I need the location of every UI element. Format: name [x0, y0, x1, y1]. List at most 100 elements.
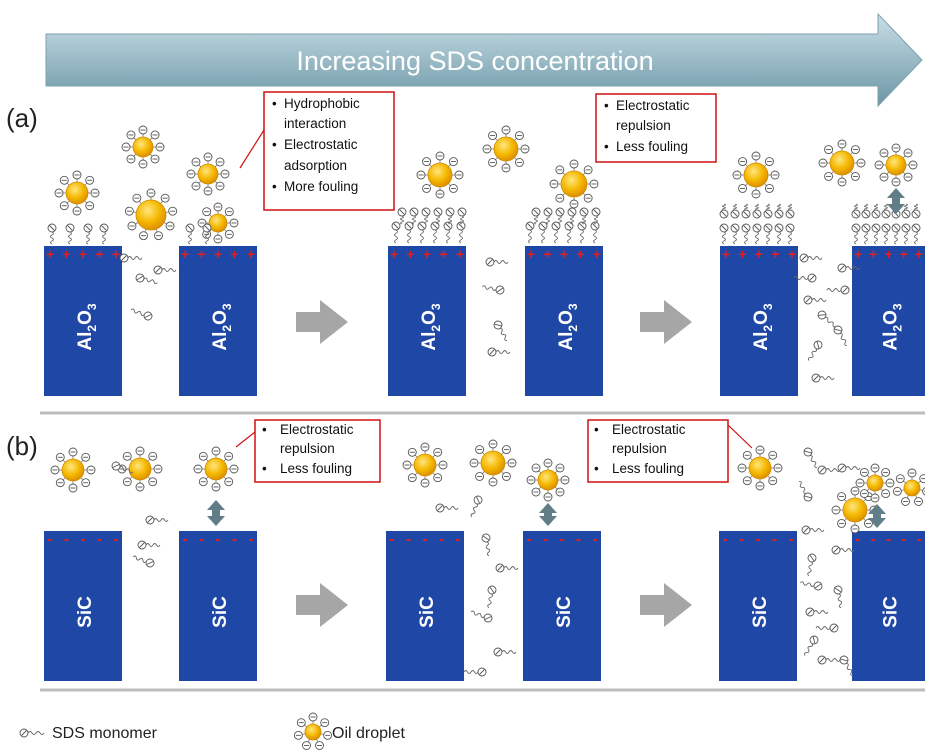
sds-monomer [495, 563, 519, 573]
sds-monomer [531, 207, 541, 225]
oil-droplet [293, 712, 333, 750]
svg-text:repulsion: repulsion [612, 441, 667, 456]
oil-droplet [732, 151, 780, 199]
oil-droplet [117, 446, 163, 492]
repulsion-arrow [868, 504, 886, 528]
membrane-al2o3: +++++Al2O3 [388, 246, 466, 396]
surface-charge: - [855, 531, 860, 548]
surface-charge: + [915, 246, 923, 262]
sds-monomer [785, 223, 795, 245]
surface-charge: + [456, 246, 464, 262]
svg-text:Electrostatic: Electrostatic [612, 422, 686, 437]
callout-b1: •• Electrostatic repulsion Less fouling [235, 419, 381, 483]
surface-charge: + [771, 246, 779, 262]
membrane-sic: -----SiC [719, 531, 797, 681]
sds-monomer [130, 308, 153, 321]
surface-charge: + [423, 246, 431, 262]
sds-monomer [741, 203, 751, 219]
surface-charge: + [755, 246, 763, 262]
surface-charge: + [230, 246, 238, 262]
sds-monomer [811, 373, 835, 383]
sds-monomer [807, 340, 823, 361]
membrane-label: SiC [210, 596, 231, 628]
sds-monomer [851, 223, 861, 245]
callout-a1-line-4: adsorption [284, 158, 347, 173]
oil-droplet [50, 447, 96, 493]
surface-charge: + [900, 246, 908, 262]
oil-droplet [874, 143, 918, 187]
sds-monomer [817, 465, 841, 475]
sds-monomer [579, 207, 589, 225]
oil-droplet [831, 486, 879, 534]
surface-charge: + [197, 246, 205, 262]
sds-monomer [871, 223, 881, 245]
sds-monomer [397, 207, 407, 225]
surface-charge: + [406, 246, 414, 262]
repulsion-arrow [887, 188, 905, 214]
sds-monomer [774, 223, 784, 245]
sds-monomer [409, 207, 419, 225]
membrane-sic: -----SiC [386, 531, 464, 681]
sds-monomer [65, 223, 75, 245]
surface-charge: + [390, 246, 398, 262]
sds-monomer [470, 495, 483, 518]
membrane-sic: -----SiC [44, 531, 122, 681]
surface-charge: - [526, 531, 531, 548]
sds-monomer [817, 655, 841, 665]
sds-monomer [911, 223, 921, 245]
sds-monomer [833, 585, 843, 609]
concentration-arrow-title: Increasing SDS concentration [296, 46, 653, 76]
oil-droplet [416, 151, 464, 199]
callout-a2: •• Electrostatic repulsion Less fouling [595, 93, 717, 163]
svg-text:••: •• [604, 98, 609, 154]
surface-charge: - [64, 531, 69, 548]
surface-charge: - [722, 531, 727, 548]
sds-monomer [839, 655, 854, 677]
surface-charge: + [247, 246, 255, 262]
surface-charge: - [232, 531, 237, 548]
sds-monomer [153, 265, 177, 275]
droplets-layer [50, 125, 925, 534]
sds-monomer [485, 257, 509, 267]
membrane-label: SiC [75, 596, 96, 628]
surface-charge: - [199, 531, 204, 548]
sds-monomer [901, 223, 911, 245]
sds-monomer [817, 310, 836, 328]
callout-a1-line-3: Electrostatic [284, 137, 358, 152]
step-arrow [640, 300, 692, 344]
membrane-sic: -----SiC [852, 531, 925, 681]
surface-charge: - [439, 531, 444, 548]
surface-charge: + [112, 246, 120, 262]
sds-monomer [833, 325, 848, 347]
step-arrows-layer [296, 300, 692, 627]
sds-monomer [901, 203, 911, 219]
sds-monomer [487, 347, 511, 357]
sds-monomer [891, 223, 901, 245]
sds-monomer [137, 540, 161, 550]
sds-monomer [538, 221, 548, 244]
step-arrow [640, 583, 692, 627]
sds-monomer [551, 221, 561, 244]
surface-charge: - [916, 531, 921, 548]
sds-monomer [815, 623, 839, 633]
sds-monomer [774, 203, 784, 219]
callout-b1-line-1: Electrostatic [280, 422, 354, 437]
sds-monomer [793, 273, 817, 283]
svg-text:Less fouling: Less fouling [612, 461, 684, 476]
sds-monomer [591, 207, 601, 225]
svg-text:repulsion: repulsion [280, 441, 335, 456]
callout-b2: •• Electrostatic repulsion Less fouling [587, 419, 753, 483]
oil-droplet [402, 442, 448, 488]
svg-text:Less fouling: Less fouling [280, 461, 352, 476]
surface-charge: - [80, 531, 85, 548]
surface-charge: + [788, 246, 796, 262]
sds-monomer [719, 203, 729, 219]
concentration-arrow [45, 12, 923, 108]
oil-droplet [121, 125, 165, 169]
svg-text:repulsion: repulsion [616, 118, 671, 133]
oil-droplet [892, 468, 925, 506]
surface-charge: + [560, 246, 568, 262]
sds-monomer [470, 610, 493, 623]
surface-charge: + [576, 246, 584, 262]
sds-monomer [445, 207, 455, 225]
